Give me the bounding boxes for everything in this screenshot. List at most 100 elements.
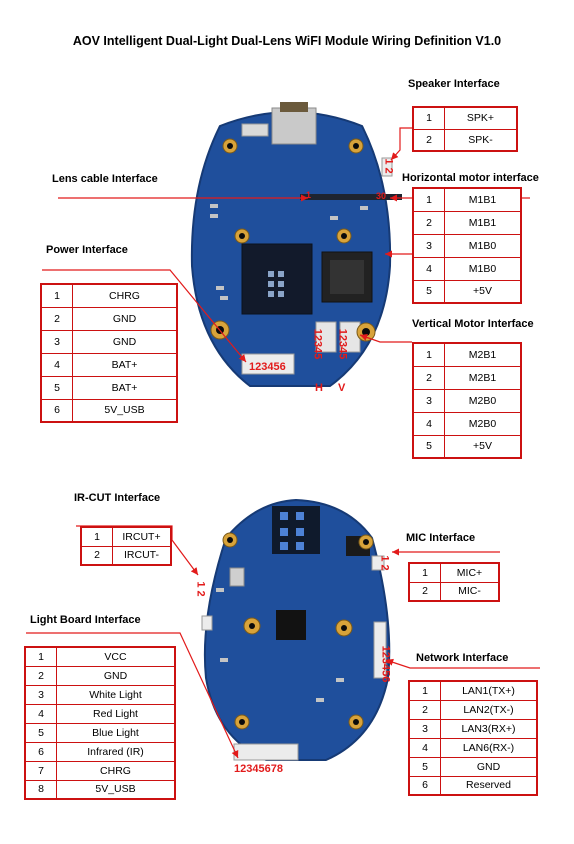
light-connector-mark: 12345678 — [234, 763, 283, 775]
pin-signal: GND — [440, 756, 538, 777]
mic-interface-label: MIC Interface — [406, 532, 476, 544]
pin-signal: LAN6(RX-) — [440, 737, 538, 758]
pin-number: 3 — [412, 388, 445, 413]
speaker-interface-label: Speaker Interface — [408, 78, 500, 90]
pin-number: 2 — [24, 665, 57, 686]
pin-signal: Red Light — [56, 703, 176, 724]
pin-signal: GND — [56, 665, 176, 686]
pin-number: 5 — [24, 722, 57, 743]
pin-number: 3 — [24, 684, 57, 705]
pin-signal: CHRG — [72, 283, 178, 308]
pin-number: 1 — [24, 646, 57, 667]
pin-signal: Reserved — [440, 775, 538, 796]
pin-signal: LAN1(TX+) — [440, 680, 538, 701]
pin-signal: M2B0 — [444, 388, 522, 413]
pin-signal: M2B1 — [444, 342, 522, 367]
pin-number: 2 — [412, 210, 445, 235]
v-motor-mark: V — [338, 382, 346, 394]
lens-connector-mark-right: 30 — [376, 191, 387, 201]
pin-number: 2 — [80, 545, 113, 566]
pin-signal: BAT+ — [72, 352, 178, 377]
pin-number: 1 — [408, 562, 441, 583]
pin-number: 5 — [412, 434, 445, 459]
pin-signal: VCC — [56, 646, 176, 667]
power-interface-label: Power Interface — [46, 244, 128, 256]
pin-number: 4 — [412, 256, 445, 281]
pin-signal: White Light — [56, 684, 176, 705]
pin-number: 2 — [408, 581, 441, 602]
pin-number: 3 — [412, 233, 445, 258]
page-title: AOV Intelligent Dual-Light Dual-Lens WiF… — [72, 34, 502, 48]
vertical-motor-interface-label: Vertical Motor Interface — [412, 318, 534, 330]
network-interface-label: Network Interface — [416, 652, 509, 664]
pin-number: 1 — [40, 283, 73, 308]
pin-signal: LAN3(RX+) — [440, 718, 538, 739]
pin-signal: GND — [72, 306, 178, 331]
pin-number: 3 — [408, 718, 441, 739]
pin-number: 4 — [24, 703, 57, 724]
pin-signal: M1B1 — [444, 210, 522, 235]
pin-number: 5 — [408, 756, 441, 777]
pin-number: 3 — [40, 329, 73, 354]
top-pcb-board — [190, 102, 402, 387]
ircut-interface-label: IR-CUT Interface — [74, 492, 161, 504]
pin-number: 6 — [408, 775, 441, 796]
lens-cable-interface-label: Lens cable Interface — [52, 173, 158, 185]
pin-signal: MIC- — [440, 581, 500, 602]
pin-signal: IRCUT+ — [112, 526, 172, 547]
pin-signal: LAN2(TX-) — [440, 699, 538, 720]
pin-signal: 5V_USB — [56, 779, 176, 800]
pin-number: 1 — [80, 526, 113, 547]
lens-connector-mark-left: 1 — [306, 190, 312, 200]
horizontal-motor-interface-label: Horizontal motor interface — [402, 172, 539, 184]
pin-number: 6 — [40, 398, 73, 423]
pin-signal: SPK+ — [444, 106, 518, 130]
pin-row: 5+5V — [412, 279, 522, 304]
pin-number: 1 — [408, 680, 441, 701]
power-connector-mark: 123456 — [249, 361, 286, 373]
pin-number: 5 — [412, 279, 445, 304]
pin-signal: M1B1 — [444, 187, 522, 212]
pin-signal: +5V — [444, 434, 522, 459]
pin-signal: SPK- — [444, 128, 518, 152]
pin-signal: +5V — [444, 279, 522, 304]
pin-signal: Blue Light — [56, 722, 176, 743]
pin-signal: CHRG — [56, 760, 176, 781]
pin-number: 7 — [24, 760, 57, 781]
pin-signal: IRCUT- — [112, 545, 172, 566]
pin-number: 4 — [408, 737, 441, 758]
pin-signal: GND — [72, 329, 178, 354]
bottom-pcb-board — [201, 498, 391, 761]
pin-signal: 5V_USB — [72, 398, 178, 423]
pin-signal: Infrared (IR) — [56, 741, 176, 762]
h-motor-mark: H — [315, 382, 323, 394]
